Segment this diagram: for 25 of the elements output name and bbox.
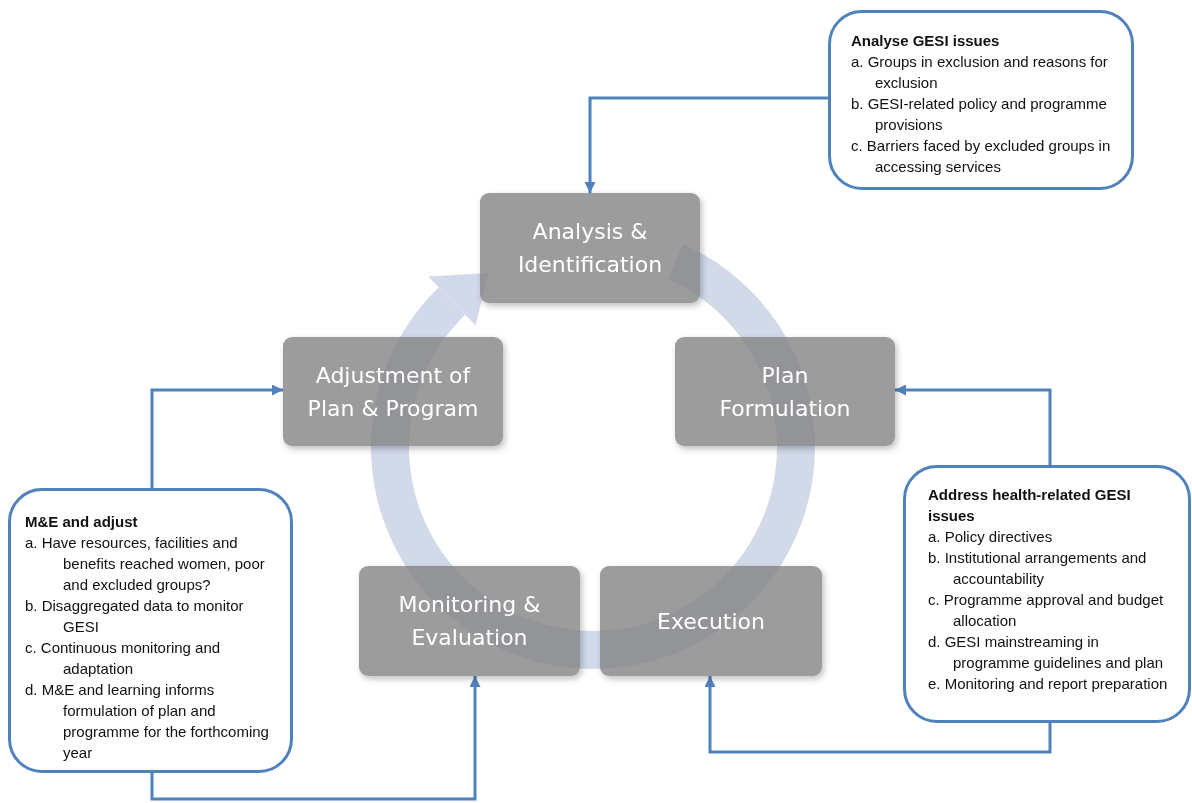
- list-item: d. M&E and learning informs formulation of plan and programme for the forthcoming year: [25, 680, 270, 763]
- step-label: Plan Formulation: [718, 361, 852, 423]
- process-box: [675, 337, 895, 446]
- process-box: [283, 337, 503, 446]
- process-box: [480, 193, 700, 303]
- connector-arrow: [150, 384, 283, 488]
- step-label: Adjustment of Plan & Program: [306, 361, 480, 423]
- connector-arrow: [895, 384, 1052, 465]
- list-item: c. Barriers faced by excluded groups in accessing services: [851, 136, 1112, 177]
- step-label: Execution: [657, 607, 765, 636]
- list-item: a. Policy directives: [928, 527, 1054, 547]
- callout-box: [828, 10, 1134, 190]
- process-box: [600, 566, 822, 676]
- connector-arrow: [704, 676, 1052, 754]
- callout-box: [8, 488, 293, 773]
- list-item: e. Monitoring and report preparation: [928, 674, 1169, 694]
- callout-heading: Analyse GESI issues: [851, 31, 1001, 51]
- connector-arrow: [150, 676, 481, 801]
- list-item: a. Have resources, facilities and benefits reached women, poor and excluded groups?: [25, 533, 266, 595]
- process-box: [359, 566, 580, 676]
- step-label: Monitoring & Evaluation: [397, 591, 542, 652]
- connector-arrow: [584, 96, 828, 193]
- callout-box: [903, 465, 1191, 723]
- callout-heading: M&E and adjust: [25, 512, 139, 532]
- step-label: Analysis & Identification: [516, 218, 664, 279]
